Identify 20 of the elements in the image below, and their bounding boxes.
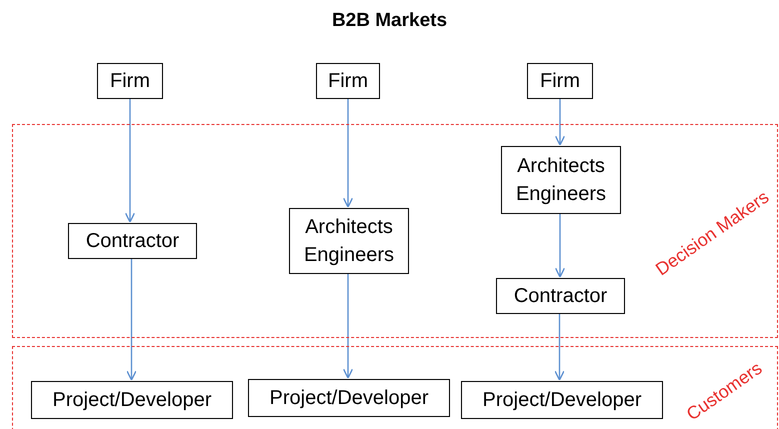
process-box: Architects Engineers — [289, 208, 409, 274]
process-box: Firm — [97, 63, 163, 99]
dashed-region — [12, 346, 778, 429]
dashed-region — [12, 124, 778, 338]
process-box: Architects Engineers — [501, 146, 621, 214]
process-box: Firm — [316, 63, 380, 99]
arrow — [342, 273, 354, 379]
process-box: Project/Developer — [248, 379, 450, 417]
arrow — [554, 99, 566, 146]
arrow — [342, 99, 354, 208]
arrow — [124, 99, 136, 223]
process-box: Firm — [527, 63, 593, 99]
arrow — [126, 258, 137, 381]
title: B2B Markets — [332, 10, 448, 32]
process-box: Project/Developer — [461, 381, 663, 419]
process-box: Contractor — [496, 278, 625, 314]
arrow — [554, 313, 565, 381]
arrow — [554, 213, 566, 278]
process-box: Contractor — [68, 223, 197, 259]
process-box: Project/Developer — [31, 381, 233, 419]
